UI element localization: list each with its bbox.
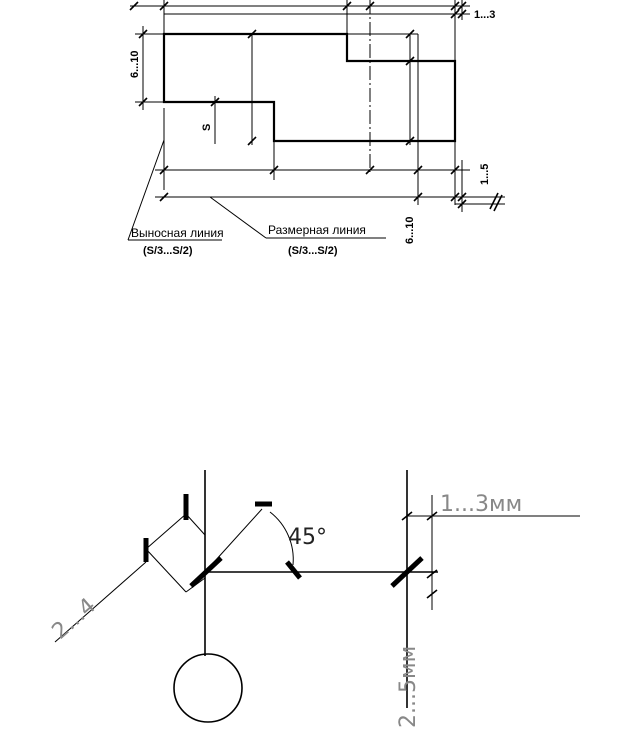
leader-line: [54, 561, 147, 643]
tick-mark: [285, 560, 302, 580]
angle-arc: [269, 511, 294, 566]
tick-construction-line: [185, 513, 206, 536]
tick-mark: [189, 556, 223, 588]
leader-line: [127, 139, 165, 241]
tick-mark-small: [426, 569, 438, 579]
circle: [173, 653, 243, 723]
label-s: S: [201, 124, 213, 131]
bottom-diagram: 45° 1...3мм 2...4 2...5мм: [48, 470, 580, 728]
label-2-5mm: 2...5мм: [396, 646, 421, 728]
dimension-line-thickness: (S/3...S/2): [288, 245, 338, 257]
label-1-3mm: 1...3мм: [440, 492, 522, 517]
label-angle: 45°: [288, 525, 327, 550]
leader-line: [209, 196, 267, 239]
tick-mark-small: [426, 511, 438, 521]
label-1-3: 1...3: [474, 9, 495, 21]
tick-mark: [390, 556, 424, 588]
label-6-10-bottom: 6...10: [404, 216, 416, 244]
label-6-10-left: 6...10: [129, 50, 141, 78]
top-diagram: 1...3 6...10 S 1...5 6...10 Выносная лин…: [127, 0, 505, 257]
tick-construction-line: [145, 548, 187, 593]
tick-mark-small: [426, 589, 438, 599]
label-2-4: 2...4: [48, 594, 101, 645]
tick-construction-line: [145, 513, 187, 550]
tick-mark-small: [401, 511, 413, 521]
extension-line-label: Выносная линия: [131, 226, 224, 240]
dimension-ticks: [129, 1, 503, 212]
dimension-line-label: Размерная линия: [268, 223, 366, 237]
label-1-5: 1...5: [479, 164, 491, 185]
extension-line-thickness: (S/3...S/2): [143, 245, 193, 257]
